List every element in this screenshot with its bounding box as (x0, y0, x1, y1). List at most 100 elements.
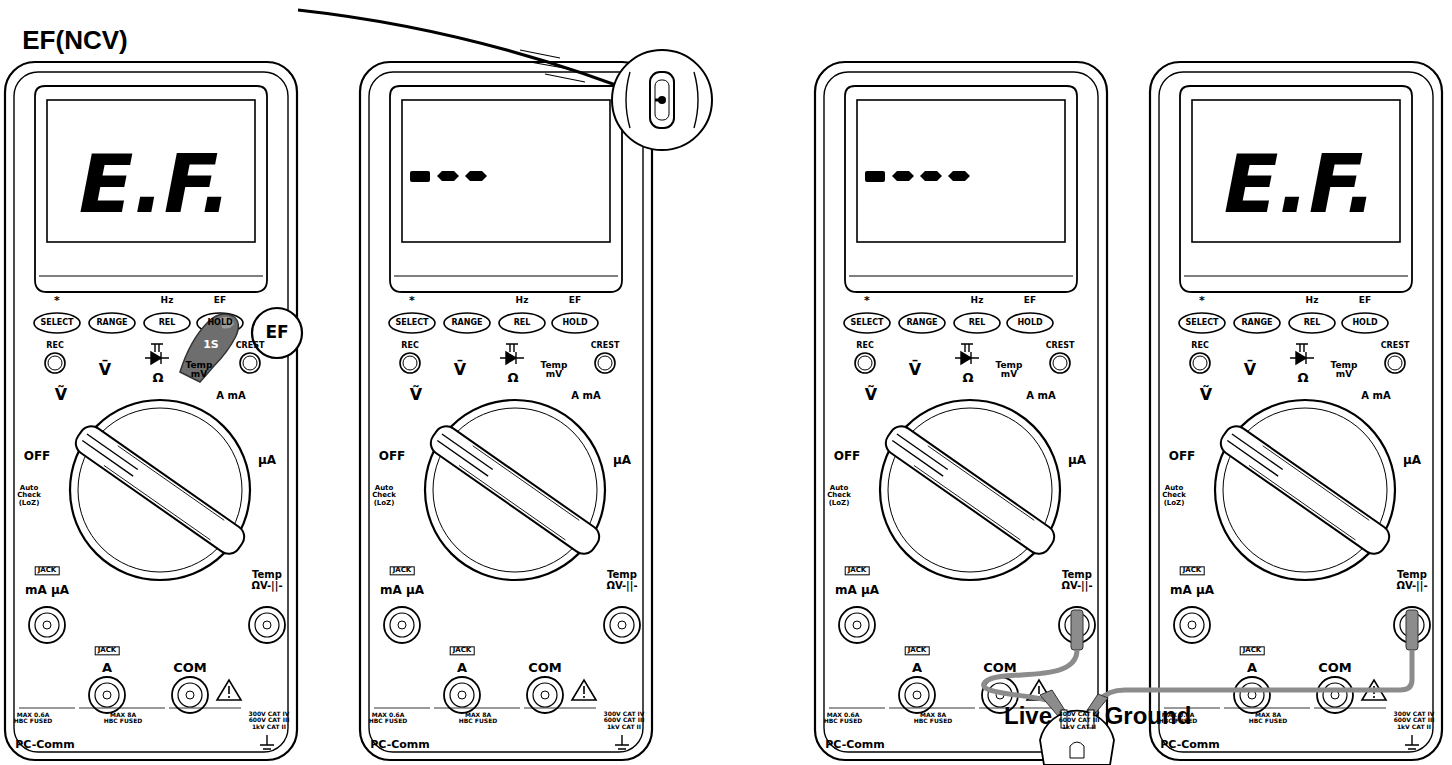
jack-label: mA µA (1170, 584, 1214, 597)
dial-symbol: Ṽ (865, 387, 877, 404)
callout-circle (252, 308, 302, 358)
button-label: REC (46, 342, 64, 350)
jack-label: mA µA (25, 584, 69, 597)
fuse-rating: MAX 8A HBC FUSED (102, 712, 144, 725)
dial-symbol: Ω (1297, 371, 1308, 385)
category-rating: 300V CAT IV 600V CAT III 1kV CAT II (1056, 711, 1102, 730)
button-label: RANGE (96, 319, 127, 327)
dial-symbol: µA (258, 454, 276, 467)
jack-label: JACK (1180, 566, 1205, 575)
button-symbol: * (409, 295, 415, 307)
button-label: SELECT (1185, 319, 1218, 327)
button-label: REC (1191, 342, 1209, 350)
jack-label: COM (173, 661, 207, 675)
button-label: CREST (236, 342, 265, 350)
dial-symbol: Auto Check (LoZ) (1159, 485, 1189, 507)
button-label: SELECT (850, 319, 883, 327)
dial-symbol: µA (1403, 454, 1421, 467)
dial-symbol: V̄ (454, 362, 466, 379)
press-duration: 1S (203, 339, 219, 351)
dial-symbol: V̄ (909, 362, 921, 379)
ncv-sensor (612, 50, 712, 150)
multimeter-body (1150, 62, 1442, 760)
dial-symbol: Ṽ (55, 387, 67, 404)
dial-symbol: V̄ (1244, 362, 1256, 379)
finger (180, 314, 238, 382)
jack-label: JACK (95, 646, 120, 655)
jack-label: JACK (35, 566, 60, 575)
button-label: CREST (1381, 342, 1410, 350)
dial-symbol: OFF (1169, 450, 1196, 463)
fuse-rating: MAX 0.6A HBC FUSED (367, 712, 409, 725)
button-symbol: EF (1024, 296, 1036, 305)
jack-label: JACK (905, 646, 930, 655)
model-label: PC-Comm (1160, 739, 1220, 751)
lcd-readout: E.F. (79, 143, 231, 227)
dial-symbol: Auto Check (LoZ) (14, 485, 44, 507)
model-label: PC-Comm (825, 739, 885, 751)
fuse-rating: MAX 8A HBC FUSED (912, 712, 954, 725)
button-symbol: Hz (161, 296, 174, 305)
dial-symbol: Temp mV (182, 361, 216, 380)
multimeter-body (815, 62, 1107, 760)
dial-symbol: Auto Check (LoZ) (824, 485, 854, 507)
dial-symbol: µA (1068, 454, 1086, 467)
button-label: RANGE (1241, 319, 1272, 327)
dial-symbol: µA (613, 454, 631, 467)
jack-label: Temp ΩV-||- (247, 570, 287, 591)
jack-label: A (457, 661, 467, 675)
button-label: REL (969, 319, 986, 327)
fuse-rating: MAX 0.6A HBC FUSED (12, 712, 54, 725)
probe-lead (984, 610, 1418, 716)
dial-symbol: OFF (24, 450, 51, 463)
button-label: REL (159, 319, 176, 327)
jack-label: A (912, 661, 922, 675)
jack-label: COM (983, 661, 1017, 675)
lcd-dashes (410, 171, 487, 182)
button-symbol: Hz (516, 296, 529, 305)
fuse-rating: MAX 8A HBC FUSED (1247, 712, 1289, 725)
button-label: CREST (1046, 342, 1075, 350)
jack-label: mA µA (835, 584, 879, 597)
button-symbol: * (1199, 295, 1205, 307)
jack-label: JACK (1240, 646, 1265, 655)
button-label: CREST (591, 342, 620, 350)
button-label: RANGE (451, 319, 482, 327)
jack-label: A (1247, 661, 1257, 675)
dial-symbol: Ω (152, 371, 163, 385)
button-label: REL (1304, 319, 1321, 327)
button-label: HOLD (1017, 319, 1042, 327)
dial-symbol: OFF (379, 450, 406, 463)
dial-symbol: Ω (962, 371, 973, 385)
button-label: REC (401, 342, 419, 350)
socket-label: Ground (1105, 703, 1192, 728)
category-rating: 300V CAT IV 600V CAT III 1kV CAT II (246, 711, 292, 730)
dial-symbol: Ω (507, 371, 518, 385)
button-symbol: EF (1359, 296, 1371, 305)
button-symbol: * (864, 295, 870, 307)
jack-label: JACK (390, 566, 415, 575)
jack-label: Temp ΩV-||- (602, 570, 642, 591)
button-symbol: Hz (1306, 296, 1319, 305)
dial-symbol: A mA (216, 391, 246, 402)
lcd-dashes (865, 171, 970, 182)
jack-label: Temp ΩV-||- (1392, 570, 1432, 591)
figure-title: EF(NCV) (22, 25, 127, 56)
dial-symbol: A mA (1361, 391, 1391, 402)
button-label: HOLD (207, 319, 232, 327)
fuse-rating: MAX 0.6A HBC FUSED (822, 712, 864, 725)
button-label: REL (514, 319, 531, 327)
category-rating: 300V CAT IV 600V CAT III 1kV CAT II (601, 711, 647, 730)
button-label: SELECT (395, 319, 428, 327)
callout-label: EF (265, 324, 288, 342)
dial-symbol: Temp mV (992, 361, 1026, 380)
jack-label: mA µA (380, 584, 424, 597)
dial-symbol: Temp mV (1327, 361, 1361, 380)
dial-symbol: A mA (571, 391, 601, 402)
dial-symbol: V̄ (99, 362, 111, 379)
model-label: PC-Comm (370, 739, 430, 751)
button-symbol: EF (569, 296, 581, 305)
dial-symbol: Ṽ (410, 387, 422, 404)
